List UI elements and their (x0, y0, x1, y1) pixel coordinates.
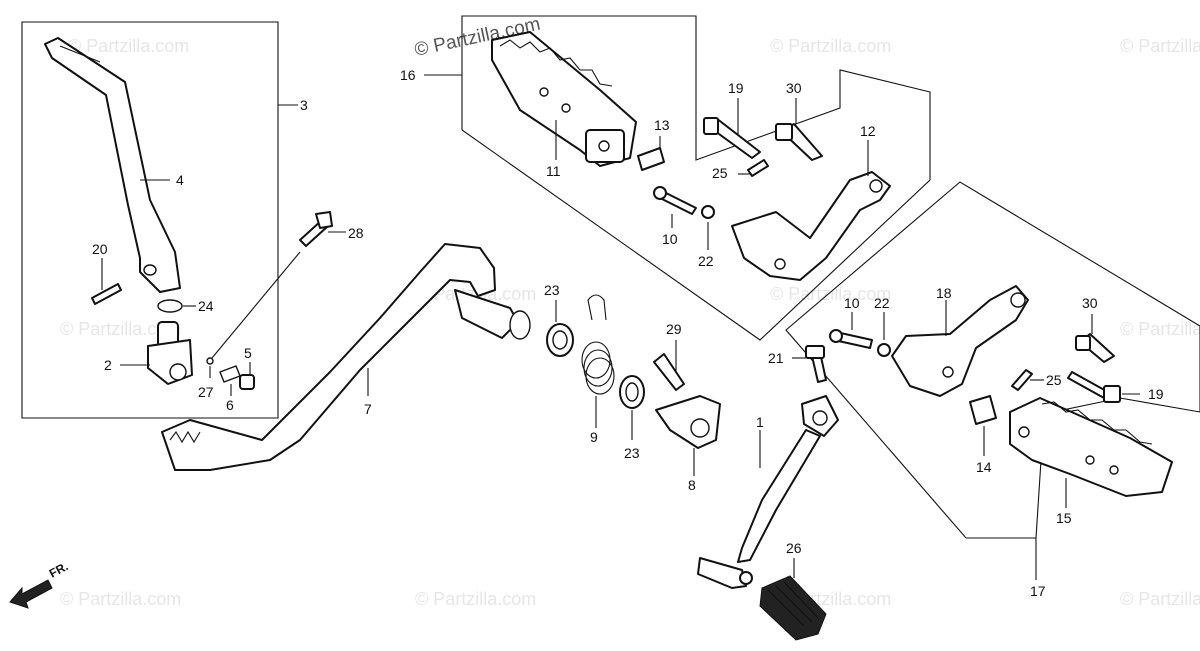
callout-18: 18 (936, 285, 952, 301)
bracket-18 (891, 285, 1029, 397)
cap-5 (239, 374, 255, 390)
callout-14: 14 (976, 459, 992, 475)
watermark-text: © Partzilla.com (68, 36, 189, 56)
pin-10-lower (829, 329, 873, 349)
callout-26: 26 (786, 540, 802, 556)
callout-21: 21 (768, 350, 784, 366)
callout-17: 17 (1030, 583, 1046, 599)
bolt-19-upper (703, 117, 761, 159)
watermark-text: © Partzilla.com (1120, 319, 1200, 339)
bolt-21 (805, 345, 827, 383)
watermark-text: © Partzilla.com (1120, 36, 1200, 56)
seal-23-lower (619, 375, 645, 409)
callout-10-lower: 10 (844, 295, 860, 311)
callout-23-lower: 23 (624, 445, 640, 461)
spring-13 (637, 147, 665, 171)
ball-27 (206, 357, 214, 365)
watermark-text: © Partzilla.com (60, 589, 181, 609)
callout-5: 5 (244, 345, 252, 361)
footpeg-15 (1009, 397, 1173, 497)
bolt-29 (653, 353, 685, 391)
callout-12: 12 (860, 123, 876, 139)
callout-27: 27 (198, 384, 214, 400)
bolt-30-upper (775, 123, 823, 161)
footpeg-group-16-frame (461, 15, 931, 341)
watermark-layer: © Partzilla.com © Partzilla.com © Partzi… (60, 14, 1200, 609)
bolt-20 (91, 283, 122, 305)
callout-13: 13 (654, 117, 670, 133)
callout-29: 29 (666, 321, 682, 337)
watermark-text: © Partzilla.com (60, 319, 181, 339)
bracket-12 (731, 171, 891, 281)
callout-11: 11 (546, 163, 561, 179)
spring-14 (969, 395, 997, 425)
callout-3: 3 (300, 97, 308, 113)
callout-15: 15 (1056, 510, 1072, 526)
callout-23-upper: 23 (544, 282, 560, 298)
callout-4: 4 (176, 172, 184, 188)
return-spring-9 (581, 294, 615, 395)
callout-7: 7 (364, 401, 372, 417)
callout-9: 9 (590, 429, 598, 445)
callout-24: 24 (198, 298, 214, 314)
footpeg-11 (491, 31, 637, 167)
kick-starter-group-frame (21, 21, 279, 419)
callout-25-upper: 25 (712, 165, 728, 181)
bolt-30-lower (1075, 333, 1115, 363)
callout-16: 16 (400, 67, 416, 83)
callout-19-lower: 19 (1148, 386, 1164, 402)
bolt-28 (299, 211, 333, 247)
bolt-19-lower (1067, 371, 1121, 403)
callout-8: 8 (688, 477, 696, 493)
brake-pedal-7 (161, 243, 531, 471)
callout-30-lower: 30 (1082, 295, 1098, 311)
o-ring-24 (157, 299, 183, 313)
watermark-text: © Partzilla.com (415, 284, 536, 304)
callout-6: 6 (226, 397, 234, 413)
callout-30-upper: 30 (786, 80, 802, 96)
kick-pivot-2 (147, 321, 193, 385)
callouts: 3 4 20 24 2 5 27 6 28 7 23 9 23 29 8 16 … (92, 67, 1164, 599)
callout-10-upper: 10 (662, 231, 678, 247)
washer-22-upper (701, 205, 715, 219)
callout-19-upper: 19 (728, 80, 744, 96)
watermark-text: © Partzilla.com (415, 589, 536, 609)
callout-25-lower: 25 (1046, 372, 1062, 388)
watermark-text: © Partzilla.com (1120, 589, 1200, 609)
callout-20: 20 (92, 241, 108, 257)
seal-23-upper (546, 323, 574, 357)
cotter-pin-25-lower (1011, 369, 1033, 391)
watermark-text: © Partzilla.com (770, 284, 891, 304)
kick-arm (44, 37, 181, 293)
brake-arm-8 (655, 395, 721, 449)
callout-28: 28 (348, 225, 364, 241)
washer-22-lower (877, 343, 891, 357)
callout-1: 1 (756, 414, 764, 430)
shift-rubber-26 (759, 575, 827, 641)
watermark-text: © Partzilla.com (770, 36, 891, 56)
pin-10-upper (653, 186, 697, 215)
callout-22-lower: 22 (874, 295, 890, 311)
front-direction-label: FR. (47, 559, 71, 580)
shift-lever-1 (697, 395, 839, 589)
callout-2: 2 (104, 357, 112, 373)
callout-22-upper: 22 (698, 253, 714, 269)
spring-6 (219, 365, 241, 383)
